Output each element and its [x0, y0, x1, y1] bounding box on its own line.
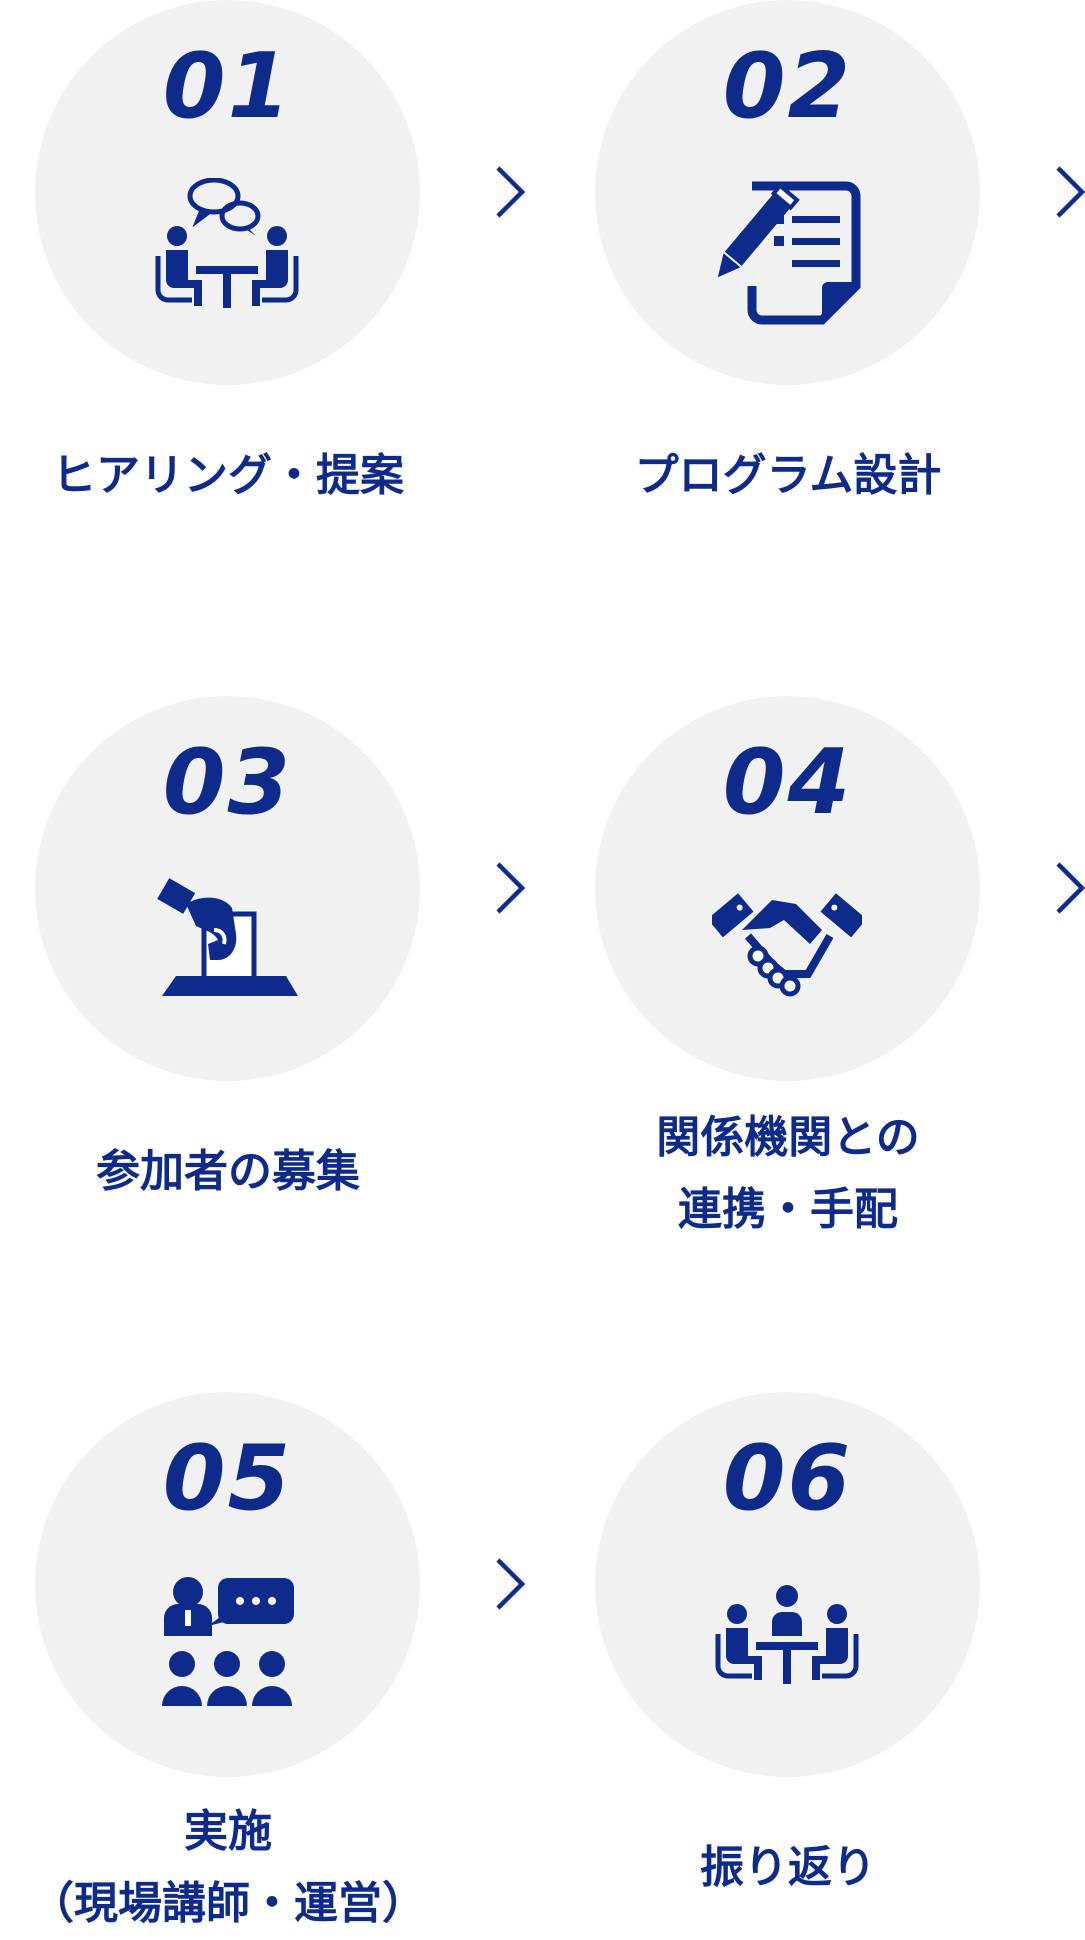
chevron-right-icon	[1050, 858, 1085, 918]
step-circle: 01	[35, 0, 420, 385]
step-number: 01	[162, 34, 293, 139]
step-label-line2: （現場講師・運営）	[30, 1878, 426, 1929]
step-number: 06	[722, 1426, 853, 1531]
step-label: 実施 （現場講師・運営）	[8, 1796, 448, 1940]
step-label: プログラム設計	[568, 440, 1008, 512]
step-label-line1: 関係機関との	[656, 1112, 920, 1163]
team-meeting-icon	[712, 1570, 862, 1720]
step-circle: 05	[35, 1392, 420, 1777]
meeting-consultation-icon	[152, 178, 302, 328]
handshake-icon	[712, 874, 862, 1024]
chevron-right-icon	[1050, 162, 1085, 222]
step-number: 02	[722, 34, 853, 139]
step-label-line2: 連携・手配	[678, 1184, 898, 1235]
chevron-right-icon	[490, 1554, 530, 1614]
step-label: ヒアリング・提案	[8, 440, 448, 512]
step-label-line1: 参加者の募集	[96, 1146, 360, 1197]
step-label-line1: 振り返り	[700, 1842, 876, 1893]
step-number: 05	[162, 1426, 293, 1531]
step-label: 振り返り	[568, 1832, 1008, 1904]
step-circle: 06	[595, 1392, 980, 1777]
document-pencil-icon	[712, 178, 862, 328]
chevron-right-icon	[490, 858, 530, 918]
step-label: 関係機関との 連携・手配	[568, 1102, 1008, 1246]
step-number: 03	[162, 730, 293, 835]
step-circle: 04	[595, 696, 980, 1081]
ballot-voting-icon	[152, 874, 302, 1024]
step-label-line1: プログラム設計	[634, 450, 942, 501]
chevron-right-icon	[490, 162, 530, 222]
presenter-audience-icon	[152, 1570, 302, 1720]
step-label-line1: 実施	[184, 1806, 272, 1857]
step-circle: 02	[595, 0, 980, 385]
step-label-line1: ヒアリング・提案	[52, 450, 404, 501]
step-label: 参加者の募集	[8, 1136, 448, 1208]
step-number: 04	[722, 730, 853, 835]
step-circle: 03	[35, 696, 420, 1081]
